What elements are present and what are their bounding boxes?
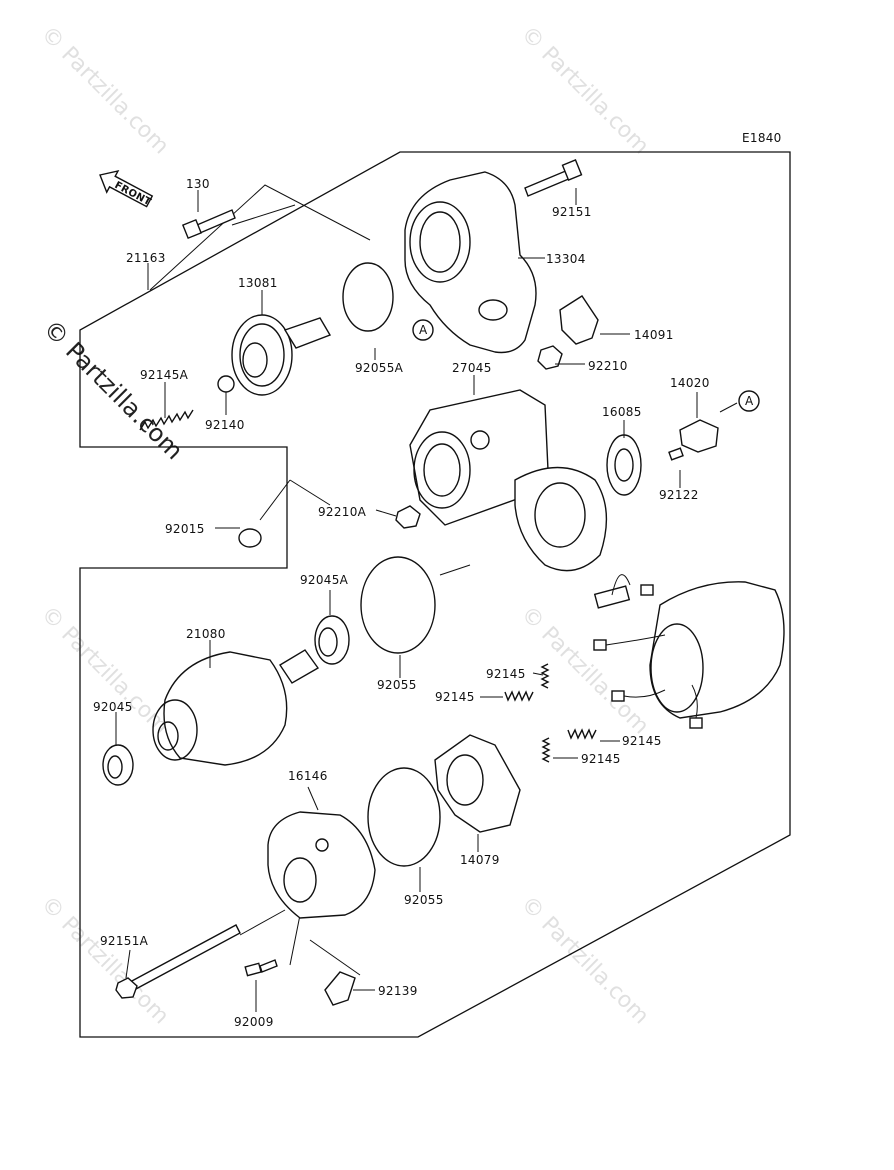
label-92009: 92009 <box>234 1015 274 1029</box>
housing-13304 <box>404 171 537 354</box>
end-cover-16146 <box>267 811 376 919</box>
callout-a-1: A <box>412 319 434 341</box>
label-92210: 92210 <box>588 359 628 373</box>
watermark-6: © Partzilla.com <box>516 892 654 1030</box>
label-92145-2: 92145 <box>435 690 475 704</box>
bolt-92151 <box>524 159 583 197</box>
label-92210A: 92210A <box>318 505 367 519</box>
watermark-3: © Partzilla.com <box>36 602 174 740</box>
label-13081: 13081 <box>238 276 278 290</box>
brush-plate-14079 <box>434 734 521 833</box>
o-ring-92055A <box>342 262 394 332</box>
spring-92145-3 <box>567 728 597 740</box>
guide-lines <box>149 184 471 976</box>
holder-14020 <box>679 419 719 453</box>
o-ring-92055-lower <box>367 767 441 867</box>
label-92151A: 92151A <box>100 934 149 948</box>
label-27045: 27045 <box>452 361 492 375</box>
spring-92145A <box>139 409 194 431</box>
label-92045: 92045 <box>93 700 133 714</box>
watermark-2: © Partzilla.com <box>516 22 654 160</box>
clutch-13081 <box>231 314 332 396</box>
label-92015: 92015 <box>165 522 205 536</box>
label-14091: 14091 <box>634 328 674 342</box>
label-92151: 92151 <box>552 205 592 219</box>
label-13304: 13304 <box>546 252 586 266</box>
diagram-code: E1840 <box>742 131 782 145</box>
label-92055A: 92055A <box>355 361 404 375</box>
label-92145-4: 92145 <box>581 752 621 766</box>
label-92145A: 92145A <box>140 368 189 382</box>
callout-a-2-label: A <box>745 394 754 408</box>
watermark-5: © Partzilla.com <box>36 892 174 1030</box>
yoke-assembly <box>593 574 785 729</box>
watermark-main: © Partzilla.com <box>38 314 189 465</box>
watermark-4: © Partzilla.com <box>516 602 654 740</box>
watermark-1: © Partzilla.com <box>36 22 174 160</box>
label-92140: 92140 <box>205 418 245 432</box>
callout-a-1-label: A <box>419 323 428 337</box>
o-ring-92055-upper <box>360 556 436 654</box>
callout-a-2: A <box>738 390 760 412</box>
nut-92210A <box>395 505 421 529</box>
cap-14091 <box>559 295 599 345</box>
label-21080: 21080 <box>186 627 226 641</box>
bolt-92151A <box>115 924 241 999</box>
pin-92139 <box>324 971 356 1006</box>
bearing-92045 <box>102 744 134 786</box>
part-labels: 130 21163 13081 92145A 92140 92055A 9215… <box>93 177 710 1029</box>
label-130: 130 <box>186 177 210 191</box>
nut-92210 <box>537 345 563 370</box>
label-92055-lower: 92055 <box>404 893 444 907</box>
washer-92015 <box>238 528 262 548</box>
label-14079: 14079 <box>460 853 500 867</box>
front-arrow: FRONT <box>99 169 154 208</box>
assembly-frame <box>79 151 791 1038</box>
leader-lines <box>115 188 738 1012</box>
ball-92140 <box>217 375 235 393</box>
spring-92145-2 <box>504 690 534 702</box>
spring-92145-4 <box>541 737 551 763</box>
solenoid-27045 <box>409 389 608 572</box>
label-92045A: 92045A <box>300 573 349 587</box>
gear-16085 <box>606 434 642 496</box>
label-92055-upper: 92055 <box>377 678 417 692</box>
bolt-130 <box>181 209 236 240</box>
label-92139: 92139 <box>378 984 418 998</box>
label-14020: 14020 <box>670 376 710 390</box>
label-21163: 21163 <box>126 251 166 265</box>
spring-92145-1 <box>540 663 550 689</box>
pin-92122 <box>668 447 684 461</box>
label-92145-1: 92145 <box>486 667 526 681</box>
label-92122: 92122 <box>659 488 699 502</box>
screw-92009 <box>244 959 278 977</box>
label-16146: 16146 <box>288 769 328 783</box>
bearing-92045A <box>314 615 350 665</box>
label-92145-3: 92145 <box>622 734 662 748</box>
armature-21080 <box>152 649 320 766</box>
label-16085: 16085 <box>602 405 642 419</box>
